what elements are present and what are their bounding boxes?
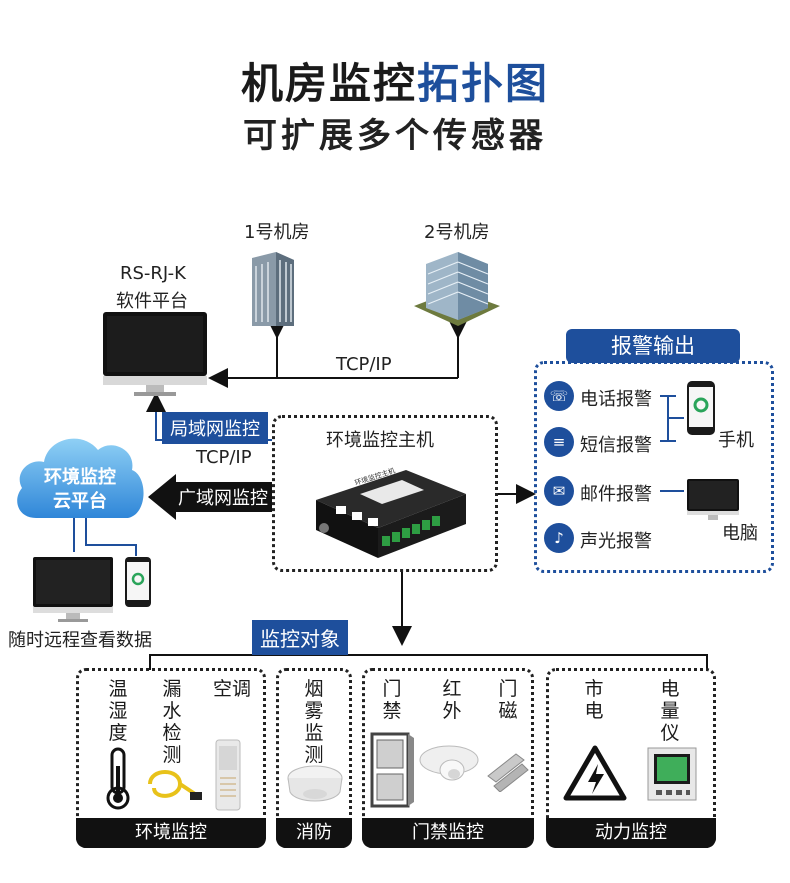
cloud-platform-label: 环境监控 云平台 bbox=[28, 466, 132, 514]
host-box bbox=[272, 415, 498, 572]
remote-monitor-icon bbox=[33, 557, 113, 622]
speaker-icon: ♪ bbox=[544, 523, 574, 553]
room1-label: 1号机房 bbox=[244, 222, 310, 243]
computer-icon bbox=[687, 479, 739, 520]
door-icon bbox=[370, 732, 414, 808]
mains-power-label: 市电 bbox=[584, 678, 604, 722]
power-meter-icon bbox=[647, 747, 697, 801]
door-magnet-label: 门磁 bbox=[498, 678, 518, 722]
host-device-icon bbox=[316, 470, 466, 558]
monitor-objects-tag: 监控对象 bbox=[252, 620, 348, 655]
air-conditioner-label: 空调 bbox=[212, 678, 251, 700]
title-part1: 机房监控 bbox=[240, 59, 417, 108]
smoke-detector-label: 烟雾监测 bbox=[304, 678, 324, 766]
alarm-phone-label: 电话报警 bbox=[580, 389, 652, 410]
door-magnet-sensor-icon bbox=[487, 753, 529, 792]
temp-humidity-label: 温湿度 bbox=[108, 678, 128, 744]
software-label: 软件平台 bbox=[116, 291, 188, 312]
air-conditioner-icon bbox=[215, 739, 241, 811]
phone-icon: ☏ bbox=[544, 381, 574, 411]
door-group-footer: 门禁监控 bbox=[362, 818, 534, 848]
alarm-sound-light-label: 声光报警 bbox=[580, 531, 652, 552]
fire-group-footer: 消防 bbox=[276, 818, 352, 848]
electricity-warning-icon bbox=[563, 745, 627, 801]
mobile-label: 手机 bbox=[718, 430, 754, 451]
tcpip-top-label: TCP/IP bbox=[336, 354, 392, 375]
cloud-icon bbox=[17, 438, 144, 518]
page-title: 机房监控拓扑图 bbox=[0, 50, 790, 111]
thermometer-icon bbox=[106, 747, 130, 810]
env-group-footer: 环境监控 bbox=[76, 818, 266, 848]
room2-label: 2号机房 bbox=[424, 222, 490, 243]
smoke-detector-icon bbox=[287, 765, 343, 802]
infrared-label: 红外 bbox=[442, 678, 462, 722]
lan-monitor-tag: 局域网监控 bbox=[162, 412, 268, 444]
software-name: RS-RJ-K bbox=[120, 263, 186, 284]
mail-icon: ✉ bbox=[544, 476, 574, 506]
cloud-line1: 环境监控 bbox=[44, 467, 116, 488]
wan-arrow bbox=[148, 474, 272, 520]
sms-icon: ≡ bbox=[544, 427, 574, 457]
host-label: 环境监控主机 bbox=[326, 430, 434, 451]
alarm-output-title: 报警输出 bbox=[566, 329, 740, 363]
tcpip-left-label: TCP/IP bbox=[196, 447, 252, 468]
power-group-footer: 动力监控 bbox=[546, 818, 716, 848]
title-part2: 拓扑图 bbox=[417, 59, 550, 108]
remote-phone-icon bbox=[125, 557, 151, 607]
alarm-sms-label: 短信报警 bbox=[580, 435, 652, 456]
building2-icon bbox=[414, 252, 500, 326]
building1-icon bbox=[252, 252, 294, 326]
power-meter-label: 电量仪 bbox=[660, 678, 680, 744]
water-leak-sensor-icon bbox=[148, 770, 202, 800]
remote-view-label: 随时远程查看数据 bbox=[8, 630, 152, 651]
mobile-phone-icon bbox=[687, 381, 715, 435]
wan-monitor-label: 广域网监控 bbox=[178, 488, 268, 509]
monitor-icon bbox=[103, 312, 207, 396]
access-control-label: 门禁 bbox=[382, 678, 402, 722]
water-leak-label: 漏水检测 bbox=[162, 678, 182, 766]
alarm-mail-label: 邮件报警 bbox=[580, 484, 652, 505]
computer-label: 电脑 bbox=[722, 523, 758, 544]
page-subtitle: 可扩展多个传感器 bbox=[243, 116, 547, 156]
cloud-line2: 云平台 bbox=[53, 491, 107, 512]
infrared-sensor-icon bbox=[419, 745, 479, 781]
